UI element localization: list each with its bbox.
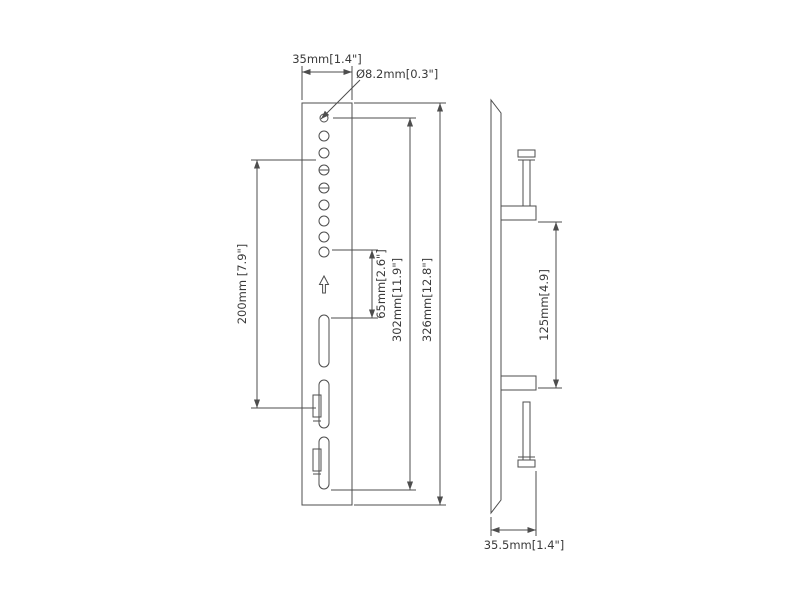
label-vesa-span: 200mm [7.9"] — [235, 244, 249, 325]
hole — [318, 130, 330, 142]
dim-hole-to-slot — [331, 249, 378, 319]
label-inner-height: 302mm[11.9"] — [390, 258, 404, 342]
dim-depth — [490, 471, 537, 536]
slider-block — [312, 448, 322, 472]
slot — [318, 436, 330, 490]
hole — [318, 147, 330, 159]
dim-top-width — [301, 66, 353, 100]
dim-inner-height — [331, 117, 416, 491]
hole — [318, 199, 330, 211]
screw-shaft — [522, 159, 531, 207]
dimension-labels: 35mm[1.4"] Ø8.2mm[0.3"] 200mm [7.9"] 65m… — [235, 52, 564, 552]
label-top-width: 35mm[1.4"] — [292, 52, 362, 66]
dim-vesa-span — [251, 159, 316, 409]
hole — [318, 231, 330, 243]
hole — [318, 246, 330, 258]
label-hook-spacing: 125mm[4.9] — [537, 269, 551, 341]
dim-hook-spacing — [538, 221, 562, 389]
bracket-outline — [301, 102, 353, 506]
upper-hook — [501, 205, 537, 221]
slot — [318, 314, 330, 368]
side-profile-outline — [490, 98, 502, 515]
label-depth: 35.5mm[1.4"] — [484, 538, 565, 552]
lower-hook — [501, 375, 537, 391]
slider-block — [312, 394, 322, 418]
lower-hook-assembly — [501, 375, 537, 468]
screw-head — [517, 149, 536, 158]
adjustment-slots — [312, 314, 330, 490]
screw-head — [517, 459, 536, 468]
dimension-lines — [251, 66, 562, 536]
hole — [319, 113, 329, 123]
label-overall-height: 326mm[12.8"] — [420, 258, 434, 342]
screw-shaft — [522, 401, 531, 461]
dim-hole-diameter-leader — [320, 79, 361, 120]
up-direction-arrow-icon — [318, 274, 330, 294]
front-view — [301, 102, 353, 506]
side-view — [490, 98, 537, 515]
upper-hook-assembly — [501, 149, 537, 221]
hole — [318, 215, 330, 227]
label-hole-to-slot: 65mm[2.6"] — [374, 249, 388, 319]
dim-overall-height — [354, 102, 446, 506]
label-hole-diameter: Ø8.2mm[0.3"] — [356, 67, 438, 81]
slot — [318, 379, 330, 429]
mounting-holes — [318, 113, 330, 258]
